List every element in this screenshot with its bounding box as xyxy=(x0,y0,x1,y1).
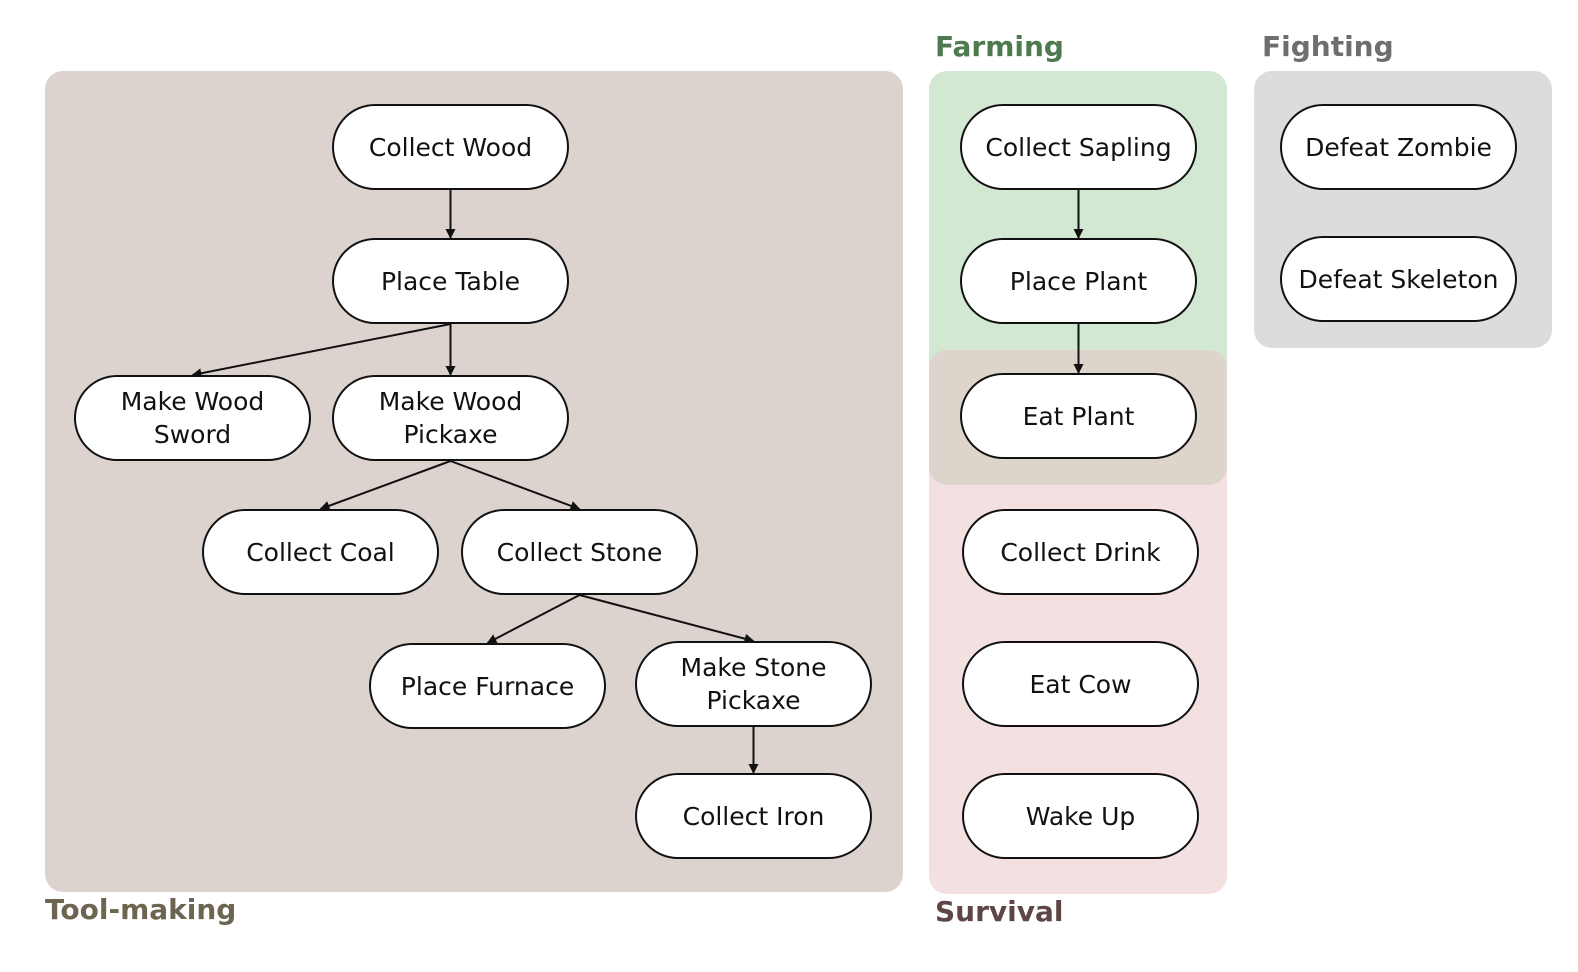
node-place-furnace: Place Furnace xyxy=(369,643,606,729)
node-place-plant: Place Plant xyxy=(960,238,1197,324)
node-eat-plant: Eat Plant xyxy=(960,373,1197,459)
node-defeat-zombie: Defeat Zombie xyxy=(1280,104,1517,190)
node-make-stone-pickaxe: Make Stone Pickaxe xyxy=(635,641,872,727)
node-collect-drink: Collect Drink xyxy=(962,509,1199,595)
survival-group-label: Survival xyxy=(935,895,1064,928)
node-eat-cow: Eat Cow xyxy=(962,641,1199,727)
node-wake-up: Wake Up xyxy=(962,773,1199,859)
farming-group-label: Farming xyxy=(935,30,1064,63)
node-collect-wood: Collect Wood xyxy=(332,104,569,190)
node-collect-iron: Collect Iron xyxy=(635,773,872,859)
node-collect-sapling: Collect Sapling xyxy=(960,104,1197,190)
node-make-wood-pickaxe: Make Wood Pickaxe xyxy=(332,375,569,461)
node-collect-coal: Collect Coal xyxy=(202,509,439,595)
node-collect-stone: Collect Stone xyxy=(461,509,698,595)
toolmaking-region xyxy=(45,71,903,892)
node-defeat-skeleton: Defeat Skeleton xyxy=(1280,236,1517,322)
node-place-table: Place Table xyxy=(332,238,569,324)
node-make-wood-sword: Make Wood Sword xyxy=(74,375,311,461)
toolmaking-group-label: Tool-making xyxy=(45,893,237,926)
fighting-group-label: Fighting xyxy=(1262,30,1394,63)
